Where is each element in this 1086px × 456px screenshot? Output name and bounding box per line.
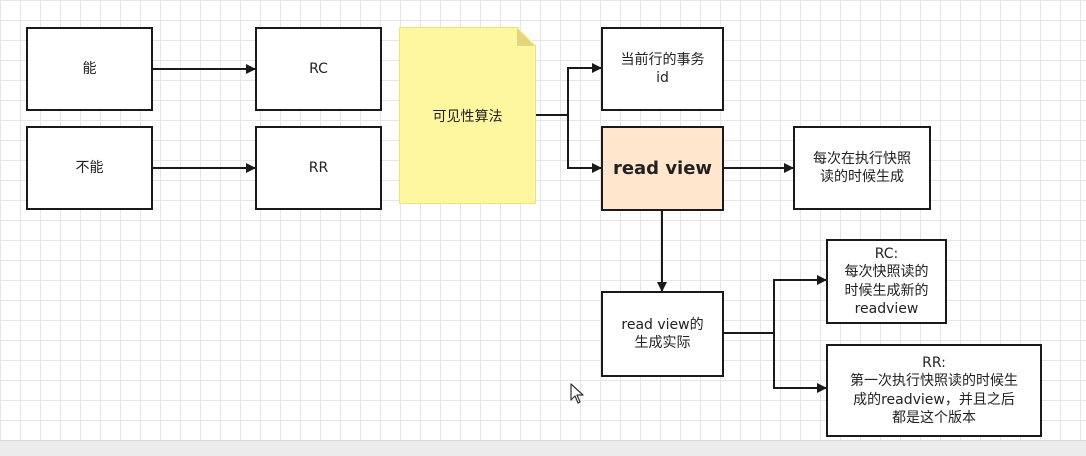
node-rc[interactable]: RC (255, 27, 382, 111)
node-current-tx-id[interactable]: 当前行的事务 id (601, 27, 724, 111)
node-cannot[interactable]: 不能 (26, 126, 153, 210)
edge-generation-to-rc-detail (724, 275, 827, 334)
node-read-view-generation[interactable]: read view的 生成实际 (601, 291, 724, 377)
node-rr-detail[interactable]: RR: 第一次执行快照读的时候生 成的readview，并且之后 都是这个版本 (826, 344, 1042, 437)
node-snapshot-each[interactable]: 每次在执行快照 读的时候生成 (793, 126, 931, 210)
node-read-view[interactable]: read view (601, 126, 724, 211)
note-visibility-algorithm-label: 可见性算法 (432, 108, 503, 125)
note-visibility-algorithm[interactable]: 可见性算法 (399, 27, 536, 204)
node-rc-detail[interactable]: RC: 每次快照读的 时候生成新的 readview (826, 239, 947, 324)
node-rr[interactable]: RR (255, 126, 382, 210)
edge-generation-to-rr-detail (724, 332, 827, 393)
diagram-canvas: 能 不能 RC RR 可见性算法 当前行的事务 id read view 每次在… (26, 27, 1042, 437)
edge-algorithm-to-txid (536, 63, 602, 116)
edge-algorithm-to-readview (536, 114, 602, 173)
mouse-pointer-icon (570, 383, 584, 404)
node-can[interactable]: 能 (26, 27, 153, 111)
bottom-bar (0, 440, 1086, 456)
connector-layer (152, 63, 827, 393)
